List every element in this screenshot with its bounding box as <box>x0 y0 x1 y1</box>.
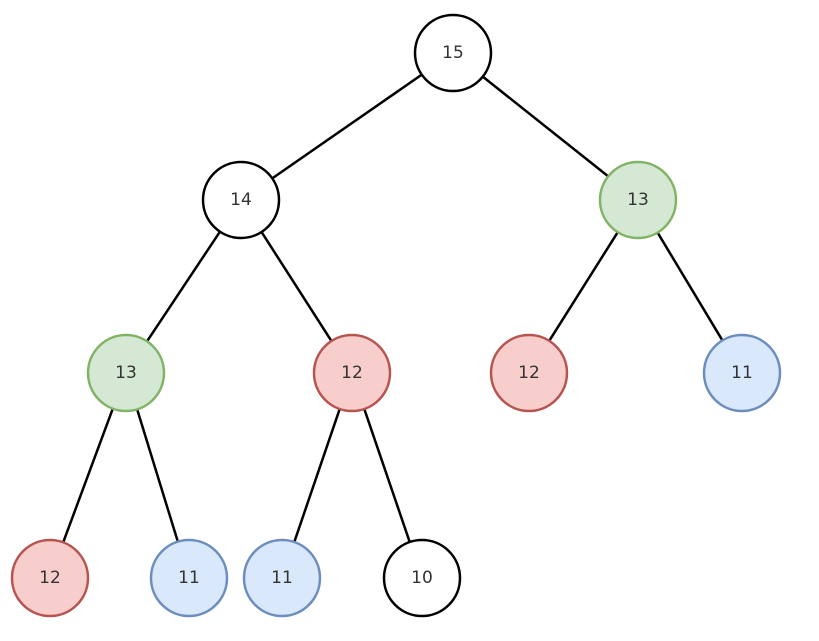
tree-node: 12 <box>10 538 90 618</box>
tree-edge-n13l-n12ll <box>62 408 114 543</box>
tree-node-label: 13 <box>115 363 137 383</box>
tree-node: 11 <box>149 538 229 618</box>
tree-edge-n15-n14 <box>271 73 423 180</box>
tree-node-circle <box>382 538 462 618</box>
tree-node-circle <box>312 333 392 413</box>
tree-edge-n13l-n11ll <box>135 408 180 543</box>
tree-edge-n13r-n11r <box>656 231 724 342</box>
tree-node: 14 <box>201 160 281 240</box>
tree-node-label: 14 <box>230 190 252 210</box>
tree-node: 15 <box>413 13 493 93</box>
tree-node: 12 <box>489 333 569 413</box>
tree-node-label: 11 <box>271 568 293 588</box>
tree-edge-n13r-n12r <box>548 231 619 342</box>
tree-node-label: 12 <box>518 363 540 383</box>
tree-node: 10 <box>382 538 462 618</box>
tree-edge-n14-n12m <box>260 231 333 342</box>
tree-node-circle <box>702 333 782 413</box>
nodes-layer: 15 14 13 13 12 12 11 12 11 11 10 <box>10 13 782 618</box>
tree-node: 11 <box>242 538 322 618</box>
tree-node-circle <box>598 160 678 240</box>
tree-node-circle <box>489 333 569 413</box>
tree-node-label: 12 <box>341 363 363 383</box>
tree-node: 13 <box>598 160 678 240</box>
tree-edge-n15-n13r <box>481 75 610 178</box>
tree-node-label: 15 <box>442 43 464 63</box>
tree-node-circle <box>242 538 322 618</box>
tree-node: 12 <box>312 333 392 413</box>
tree-node-circle <box>86 333 166 413</box>
tree-node-circle <box>201 160 281 240</box>
tree-node-label: 11 <box>731 363 753 383</box>
tree-node-label: 12 <box>39 568 61 588</box>
tree-edge-n14-n13l <box>145 230 222 343</box>
tree-node-circle <box>10 538 90 618</box>
tree-node: 13 <box>86 333 166 413</box>
tree-edge-n12m-n10 <box>363 408 411 543</box>
tree-node-circle <box>149 538 229 618</box>
tree-node: 11 <box>702 333 782 413</box>
edges-layer <box>62 73 724 543</box>
tree-node-label: 13 <box>627 190 649 210</box>
tree-node-label: 11 <box>178 568 200 588</box>
tree-node-circle <box>413 13 493 93</box>
tree-node-label: 10 <box>411 568 433 588</box>
tree-edge-n12m-n11ml <box>293 408 341 543</box>
